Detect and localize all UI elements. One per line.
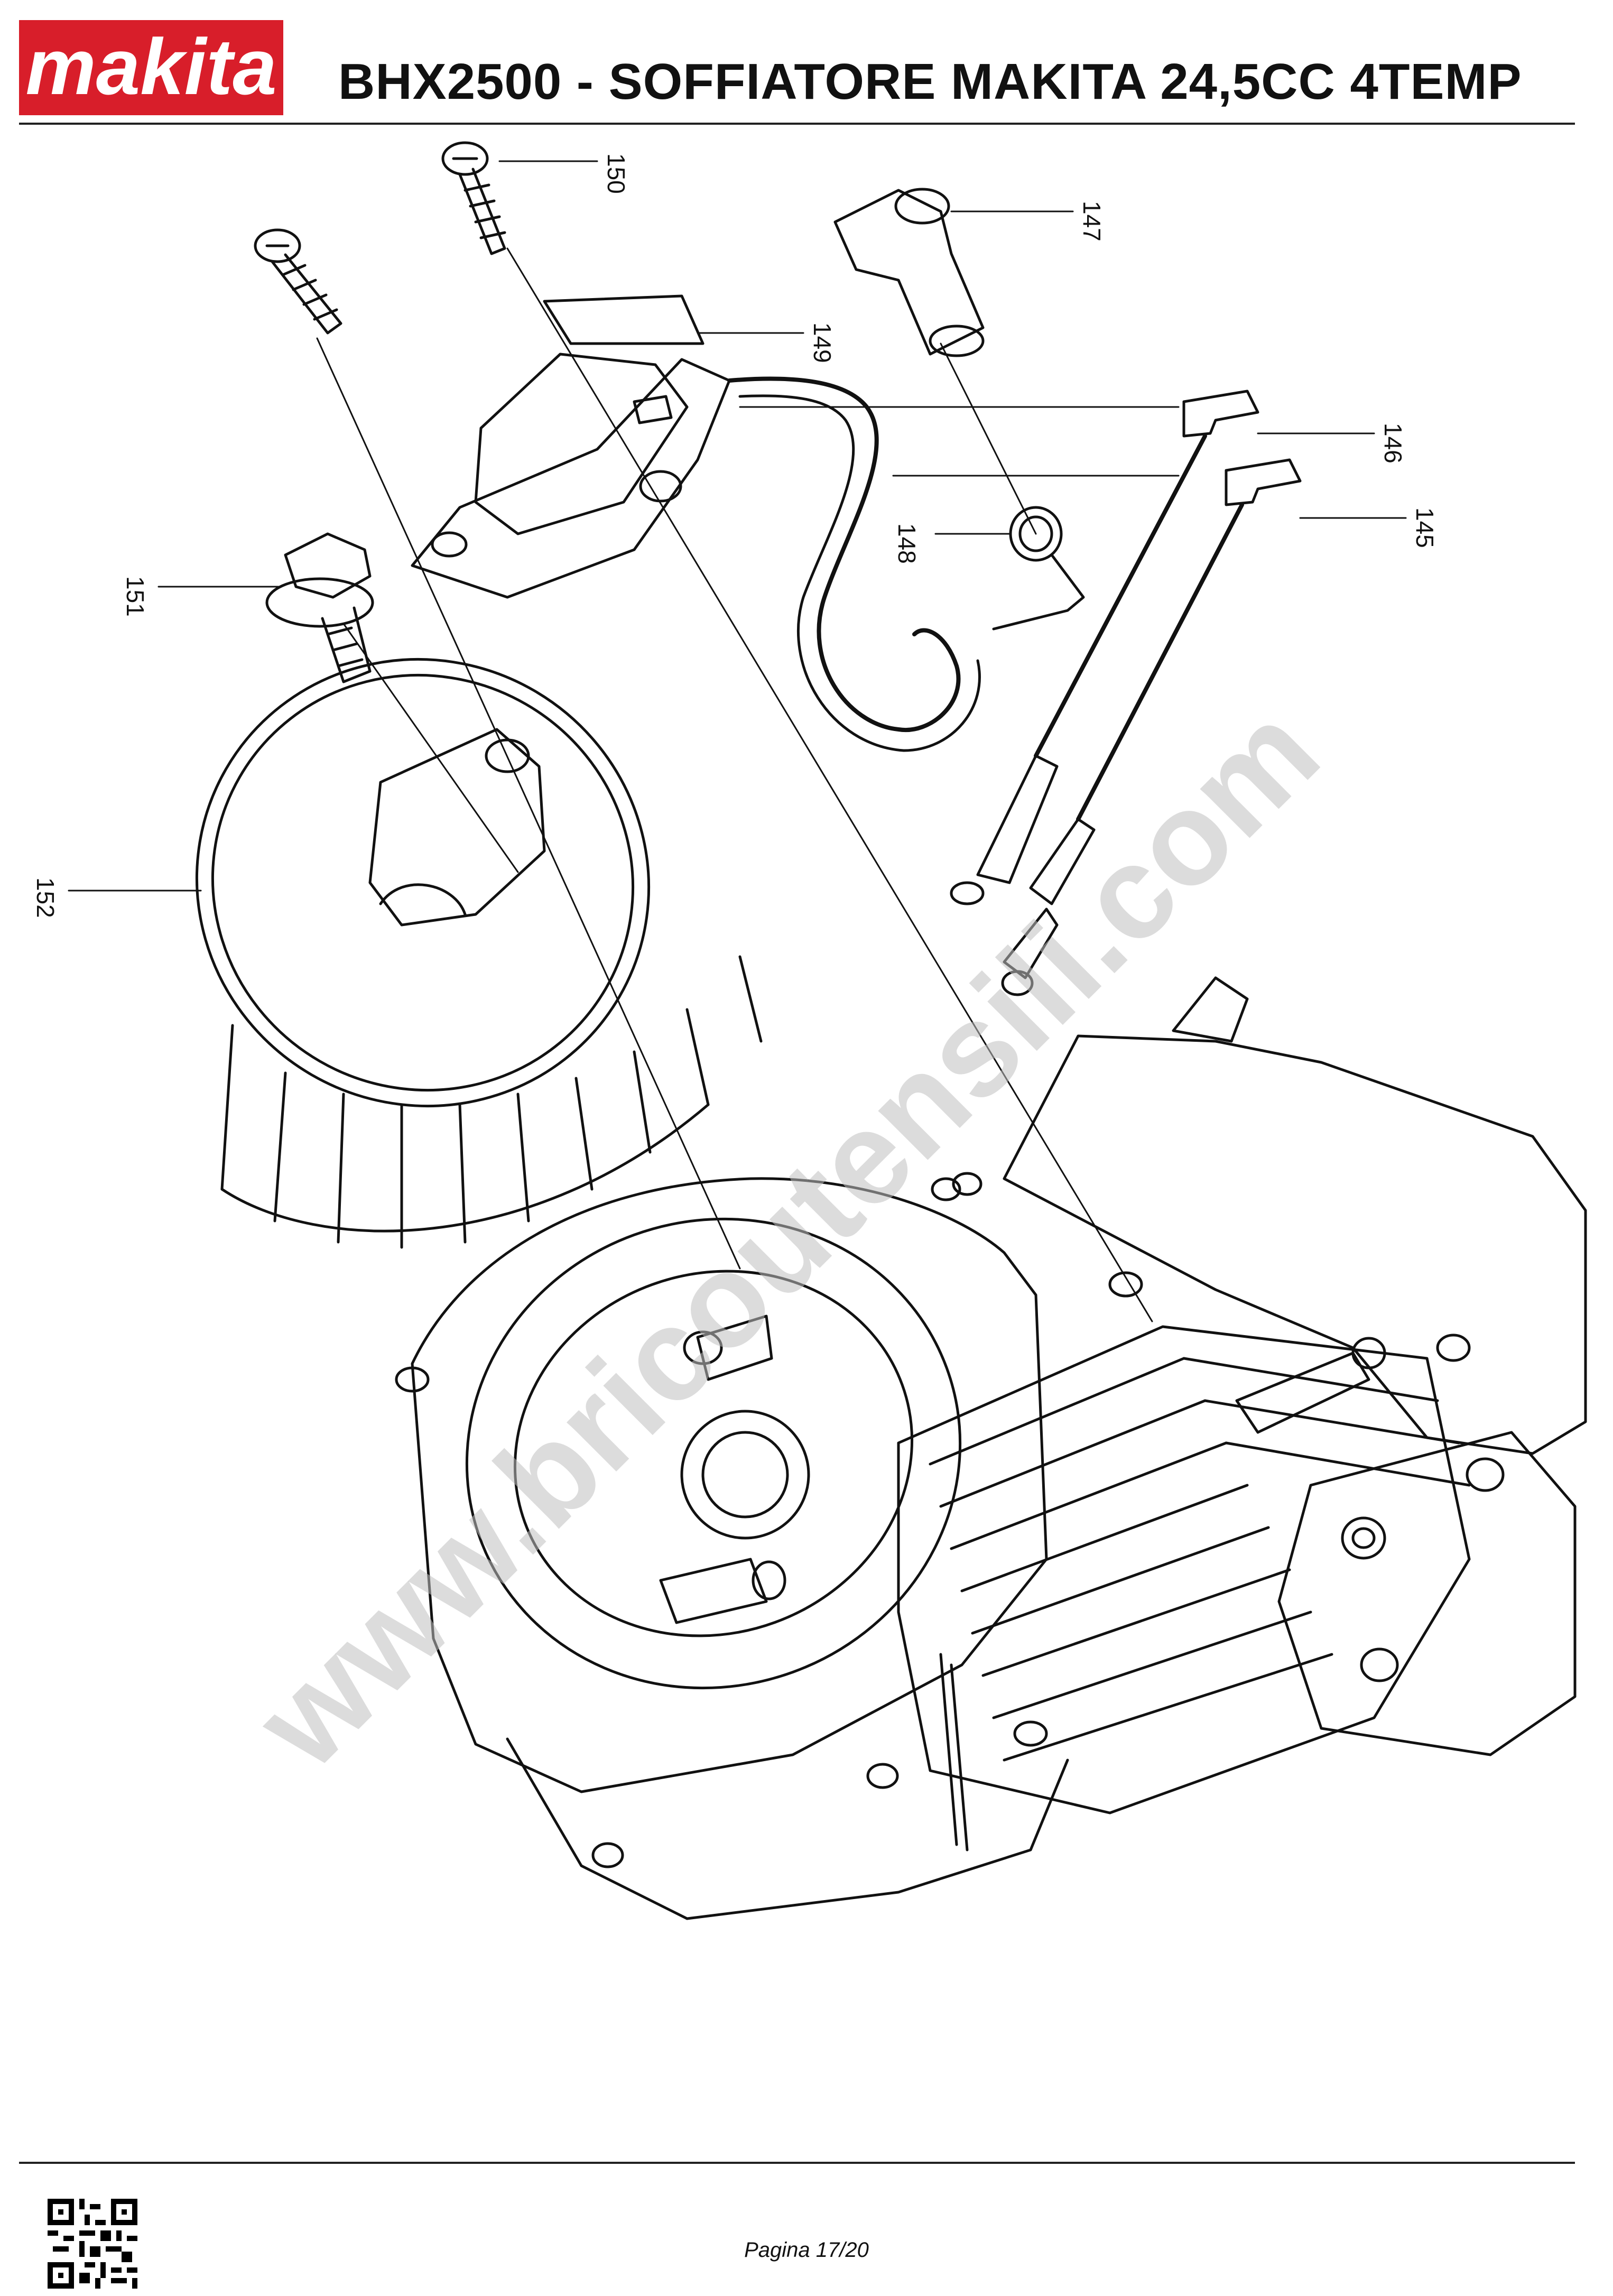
callout-146: 146: [1379, 423, 1407, 464]
callout-151: 151: [122, 576, 149, 617]
callout-148: 148: [893, 523, 921, 564]
engine-block-part: [395, 976, 1587, 1920]
callout-150: 150: [602, 153, 630, 194]
page-title: BHX2500 - SOFFIATORE MAKITA 24,5CC 4TEMP: [338, 53, 1522, 110]
spring-148-part: [992, 506, 1085, 631]
flywheel-152-part: [195, 658, 763, 1249]
alignment-lines: [316, 247, 1153, 1322]
callout-leaders: [68, 160, 1407, 892]
makita-logo: makita: [19, 20, 283, 115]
exploded-parts-diagram: www.bricoutensili.com 150 147 149 146 14…: [32, 141, 1587, 1920]
plug-cap-147-part: [833, 188, 985, 357]
callout-145: 145: [1411, 507, 1439, 548]
page-number: Pagina 17/20: [744, 2238, 869, 2262]
cable-145-part: [1001, 458, 1302, 996]
callout-152: 152: [32, 877, 59, 918]
bolt-151-part: [265, 532, 374, 683]
page-header: makita BHX2500 - SOFFIATORE MAKITA 24,5C…: [0, 0, 1613, 132]
screw-150-part: [441, 141, 506, 255]
footer-divider: [19, 2162, 1575, 2164]
cable-146-part: [950, 390, 1259, 905]
callout-147: 147: [1078, 201, 1106, 242]
watermark-text: www.bricoutensili.com: [227, 677, 1346, 1796]
brand-wordmark: makita: [25, 22, 276, 111]
qr-code-icon: [48, 2199, 137, 2289]
screw-part: [254, 228, 342, 335]
ignition-coil-149-part: [411, 294, 981, 752]
callout-149: 149: [809, 322, 836, 363]
header-divider: [19, 123, 1575, 125]
